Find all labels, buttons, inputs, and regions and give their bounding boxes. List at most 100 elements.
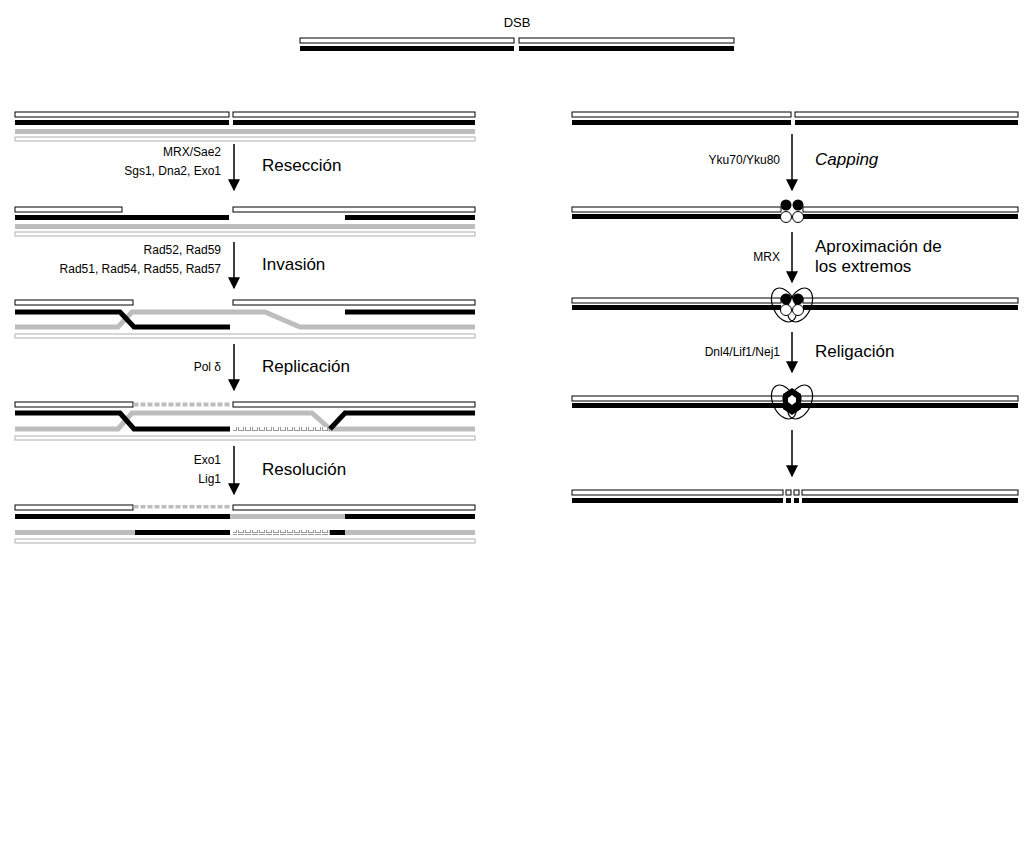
nhej-step-1-part (781, 200, 792, 211)
nhej-arrows-part (791, 232, 793, 282)
hr-step-4-part (230, 514, 345, 519)
hr-step-2-part (15, 334, 475, 338)
hr-step-4-part (345, 530, 475, 535)
hr-step-4-part (330, 530, 345, 535)
nhej-arrows-part (791, 134, 793, 190)
nhej-arrows-part (791, 332, 793, 372)
hr-step-4-part (135, 530, 230, 535)
enzyme-label: MRX/Sae2 (163, 145, 221, 159)
hr-step-0 (15, 112, 475, 141)
hr-step-4-part (15, 539, 475, 543)
nhej-step-1-part (572, 214, 781, 219)
enzyme-label: Rad52, Rad59 (144, 243, 221, 257)
hr-step-3-part (15, 402, 133, 407)
nhej-step-2-part (803, 305, 1018, 310)
nhej-step-1-part (781, 212, 792, 223)
hr-step-4-part (233, 530, 330, 535)
hr-step-4-part (133, 505, 231, 510)
hr-step-2-part (345, 310, 475, 315)
hr-step-3-part (233, 402, 475, 407)
hr-step-1-part (15, 215, 229, 220)
nhej-step-1-part (793, 200, 804, 211)
nhej-step-0-part (795, 120, 1018, 125)
nhej-arrows (792, 134, 793, 476)
hr-step-0-part (233, 120, 475, 125)
nhej-step-4-part (572, 498, 783, 503)
diagram-title: DSB (504, 16, 531, 31)
broken-dna-part (519, 46, 734, 51)
hr-step-1-part (15, 224, 475, 229)
hr-step-0-part (15, 120, 229, 125)
nhej-step-1-part (803, 207, 1018, 212)
nhej-step-4-part (786, 490, 791, 495)
enzyme-label: Rad51, Rad54, Rad55, Rad57 (60, 262, 221, 276)
nhej-step-4-part (572, 490, 783, 495)
hr-arrows-part (233, 446, 235, 494)
hr-arrows (234, 144, 235, 494)
hr-step-1-part (233, 207, 475, 212)
hr-step-4 (15, 505, 475, 543)
nhej-step-2-part (793, 305, 804, 316)
nhej-step-2-part (781, 294, 792, 305)
hr-step-2-part (15, 300, 133, 305)
nhej-step-4-part (786, 498, 791, 503)
hr-step-0-part (15, 112, 229, 117)
nhej-step-1 (572, 200, 1018, 223)
step-label: Capping (815, 150, 878, 170)
hr-step-0-part (233, 112, 475, 117)
hr-step-2-part (233, 300, 475, 305)
broken-dna-part (300, 46, 514, 51)
enzyme-label: Pol δ (194, 360, 221, 374)
hr-step-4-part (233, 505, 475, 510)
nhej-step-3-part (782, 381, 817, 423)
nhej-step-1-part (793, 212, 804, 223)
hr-step-1-part (15, 207, 122, 212)
hr-step-3-part (133, 402, 231, 407)
nhej-step-3-part (801, 396, 1018, 401)
hr-step-3-part (330, 413, 475, 429)
broken-dna-part (519, 38, 734, 43)
hr-step-3-part (15, 413, 475, 429)
hr-step-1-part (15, 232, 475, 236)
nhej-step-2-part (572, 305, 781, 310)
nhej-step-2-part (803, 298, 1018, 303)
hr-step-2 (15, 300, 475, 338)
hr-arrows-part (233, 242, 235, 288)
hr-step-2-part (15, 312, 475, 327)
hr-step-1-part (345, 215, 475, 220)
hr-step-4-part (15, 514, 230, 519)
hr-step-0-part (15, 137, 475, 141)
enzyme-label: Dnl4/Lif1/Nej1 (705, 345, 780, 359)
nhej-step-0-part (572, 112, 791, 117)
nhej-step-0-part (795, 112, 1018, 117)
step-label: Resección (262, 156, 341, 176)
hr-step-1 (15, 207, 475, 236)
nhej-step-4 (572, 490, 1018, 503)
hr-step-2-part (15, 312, 230, 327)
nhej-step-1-part (572, 207, 781, 212)
nhej-step-4-part (794, 498, 799, 503)
nhej-step-3-part (766, 381, 801, 423)
hr-step-4-part (15, 530, 135, 535)
step-label: Religación (815, 342, 894, 362)
enzyme-label: Exo1 (194, 453, 221, 467)
hr-step-3 (15, 402, 475, 440)
nhej-step-2-part (781, 305, 792, 316)
nhej-step-1-part (803, 214, 1018, 219)
hr-step-3-part (15, 413, 230, 429)
nhej-step-3-part (572, 396, 783, 401)
nhej-step-0-part (572, 120, 791, 125)
nhej-step-3-part (788, 395, 796, 405)
nhej-step-4-part (794, 490, 799, 495)
hr-arrows-part (233, 344, 235, 390)
enzyme-label: Sgs1, Dna2, Exo1 (124, 164, 221, 178)
hr-arrows-part (233, 144, 235, 190)
hr-step-4-part (345, 514, 475, 519)
step-label: Replicación (262, 357, 350, 377)
hr-step-4-part (15, 505, 133, 510)
step-label: Invasión (262, 255, 325, 275)
nhej-step-2 (572, 284, 1018, 326)
broken-dna (300, 38, 734, 51)
nhej-step-3 (572, 381, 1018, 423)
